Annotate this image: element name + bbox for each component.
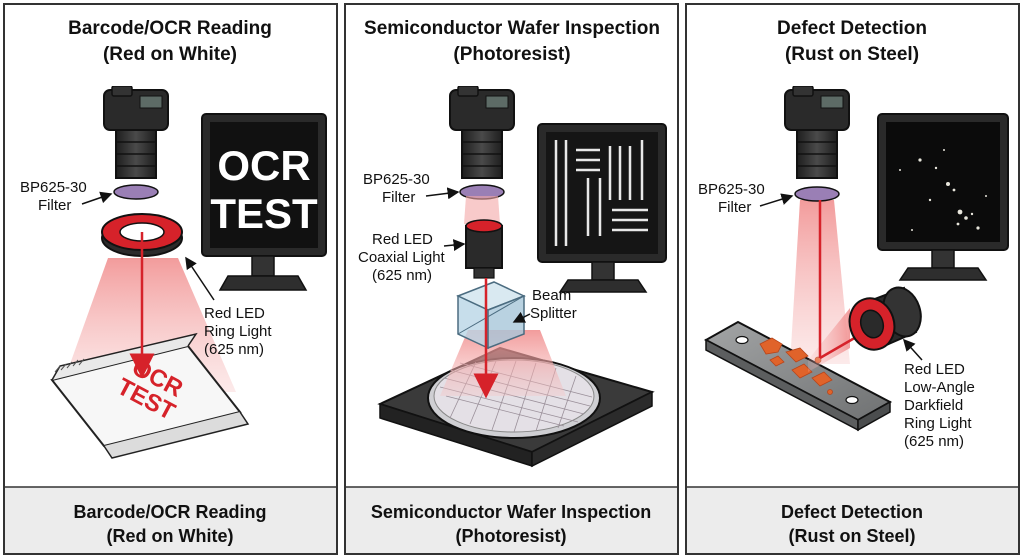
panel-1-filter-label-2: Filter	[38, 197, 71, 214]
panel-3-steel-plate	[703, 320, 893, 432]
panel-2-monitor	[537, 123, 667, 293]
panel-3-filter	[794, 186, 840, 202]
panel-3-title-line1: Defect Detection	[777, 18, 927, 39]
panel-2-light-label-2: Coaxial Light	[358, 249, 446, 266]
panel-3-footer-line1: Defect Detection	[781, 502, 923, 522]
panel-2-light-label-3: (625 nm)	[372, 267, 432, 284]
panel-2-splitter-label-2: Splitter	[530, 305, 577, 322]
panel-3-light-label-2: Low-Angle	[904, 379, 975, 396]
panel-2-title-line2: (Photoresist)	[453, 44, 570, 65]
panel-2-filter-label-2: Filter	[382, 189, 415, 206]
panel-1-title-line2: (Red on White)	[103, 44, 237, 65]
panel-2-title-line1: Semiconductor Wafer Inspection	[364, 18, 660, 39]
panel-footer-3	[687, 487, 1018, 553]
panel-3-side-light-cone	[808, 308, 850, 372]
panel-1-filter-label-1: BP625-30	[20, 179, 87, 196]
panel-2-footer-line2: (Photoresist)	[455, 526, 566, 546]
panel-1-light-label-2: Ring Light	[204, 323, 272, 340]
panel-1-light-label-3: (625 nm)	[204, 341, 264, 358]
panel-3-footer-line2: (Rust on Steel)	[788, 526, 915, 546]
panel-1-title-line1: Barcode/OCR Reading	[68, 18, 272, 39]
panel-1-footer-line1: Barcode/OCR Reading	[73, 502, 266, 522]
panel-2-footer-line1: Semiconductor Wafer Inspection	[371, 502, 651, 522]
panel-footer-2	[346, 487, 677, 553]
panel-3-monitor	[877, 113, 1009, 281]
panel-3-light-label-1: Red LED	[904, 361, 965, 378]
panel-2-coaxial-light	[465, 219, 503, 279]
panel-1-package: OCR TEST	[50, 332, 250, 459]
panel-3-red-beam-horizontal	[819, 334, 859, 360]
panel-3-light-label-4: Ring Light	[904, 415, 972, 432]
panel-3-filter-label-2: Filter	[718, 199, 751, 216]
panel-3-title-line2: (Rust on Steel)	[785, 44, 919, 65]
panel-2-filter-label-1: BP625-30	[363, 171, 430, 188]
panel-3-darkfield-ring-light	[848, 286, 922, 351]
panel-2-light-label-1: Red LED	[372, 231, 433, 248]
panel-3-filter-label-1: BP625-30	[698, 181, 765, 198]
panel-2-splitter-label-1: Beam	[532, 287, 571, 304]
panel-footer-1	[5, 487, 336, 553]
panel-1-filter	[113, 184, 159, 200]
panel-1-light-label-1: Red LED	[204, 305, 265, 322]
panel-3-light-label-3: Darkfield	[904, 397, 963, 414]
panel-1-monitor-text-1: OCR	[217, 142, 310, 189]
panel-3-light-label-5: (625 nm)	[904, 433, 964, 450]
panel-1-monitor: OCR TEST	[201, 113, 327, 291]
panel-1-footer-line2: (Red on White)	[107, 526, 234, 546]
panel-1-monitor-text-2: TEST	[210, 190, 318, 237]
panel-2-beam-splitter	[456, 281, 526, 350]
panel-2-light-cone	[440, 330, 566, 396]
